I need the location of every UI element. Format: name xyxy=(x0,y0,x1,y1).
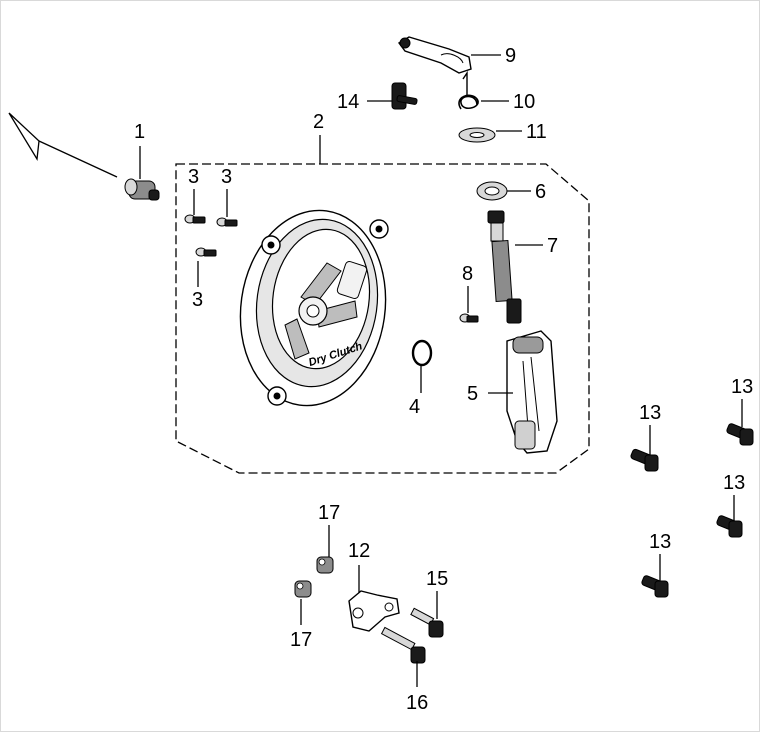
part-10-spring xyxy=(458,70,479,110)
callout-5: 5 xyxy=(467,383,478,405)
callout-11: 11 xyxy=(526,121,547,143)
callout-12: 12 xyxy=(348,540,370,562)
part-13-bolt-b xyxy=(726,423,754,446)
part-3-screw-c xyxy=(195,247,217,257)
part-16-bolt xyxy=(380,626,426,664)
part-3-screw-a xyxy=(184,214,206,224)
callout-13-b: 13 xyxy=(731,376,753,398)
callout-16: 16 xyxy=(406,692,428,714)
callout-13-c: 13 xyxy=(723,472,745,494)
callout-13-d: 13 xyxy=(649,531,671,553)
assembly-boundary xyxy=(175,163,590,474)
callout-8: 8 xyxy=(462,263,473,285)
direction-arrow xyxy=(8,112,118,178)
part-11-washer xyxy=(458,127,496,143)
part-6-bearing xyxy=(476,181,508,201)
part-14-bolt xyxy=(391,82,418,110)
part-3-screw-b xyxy=(216,217,238,227)
callout-4: 4 xyxy=(409,396,420,418)
callout-6: 6 xyxy=(535,181,546,203)
callout-13-a: 13 xyxy=(639,402,661,424)
callout-2: 2 xyxy=(313,111,324,133)
part-17-collar-a xyxy=(316,556,334,574)
callout-7: 7 xyxy=(547,235,558,257)
part-8-screw xyxy=(459,313,479,323)
callout-3-b: 3 xyxy=(221,166,232,188)
callout-9: 9 xyxy=(505,45,516,67)
part-13-bolt-a xyxy=(630,448,659,472)
part-2-clutch-cover: Dry Clutch xyxy=(239,209,389,407)
part-12-bracket xyxy=(348,590,400,632)
part-1-fitting xyxy=(124,178,160,201)
callout-10: 10 xyxy=(513,91,535,113)
part-9-lever-arm xyxy=(397,36,472,74)
part-15-bolt xyxy=(410,607,444,638)
part-17-collar-b xyxy=(294,580,312,598)
callout-3-a: 3 xyxy=(188,166,199,188)
part-7-shaft xyxy=(487,210,522,324)
part-4-o-ring xyxy=(411,339,433,367)
part-13-bolt-d xyxy=(641,575,669,598)
callout-17-b: 17 xyxy=(290,629,312,651)
part-13-bolt-c xyxy=(716,515,743,538)
callout-1: 1 xyxy=(134,121,145,143)
callout-3-c: 3 xyxy=(192,289,203,311)
leader-lines xyxy=(139,54,743,687)
part-5-lever-housing xyxy=(506,330,558,454)
callout-15: 15 xyxy=(426,568,448,590)
callout-labels: 1 2 3 3 3 4 5 6 7 8 9 10 11 12 13 13 13 … xyxy=(134,45,753,714)
callout-14: 14 xyxy=(337,91,359,113)
callout-17-a: 17 xyxy=(318,502,340,524)
